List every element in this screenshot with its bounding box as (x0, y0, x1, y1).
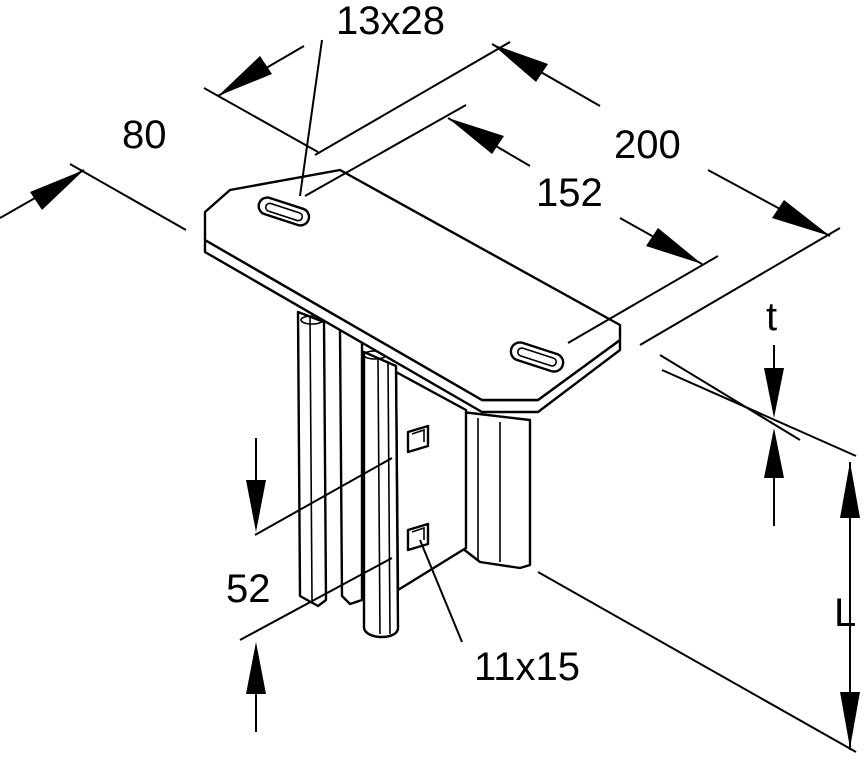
label-t: t (766, 295, 777, 339)
plate-slot-left (257, 196, 311, 227)
dim-t-lines (659, 345, 857, 526)
dim-L-lines (537, 462, 860, 753)
dim-52-lines (239, 438, 393, 732)
label-152: 152 (536, 171, 603, 215)
label-L: L (834, 591, 856, 635)
label-80: 80 (122, 113, 167, 157)
dim-152-lines (304, 104, 719, 344)
label-11x15: 11x15 (474, 645, 580, 689)
plate-slot-right (509, 341, 565, 373)
side-slot-upper (406, 424, 430, 454)
leader-13x28 (299, 39, 323, 197)
label-52: 52 (226, 567, 271, 611)
leader-11x15 (419, 539, 463, 643)
label-13x28: 13x28 (336, 0, 445, 43)
profile-body (296, 310, 532, 639)
label-200: 200 (614, 123, 681, 167)
side-slot-lower (406, 522, 430, 552)
dim-80-lines (0, 45, 319, 231)
dim-200-lines (314, 41, 841, 346)
